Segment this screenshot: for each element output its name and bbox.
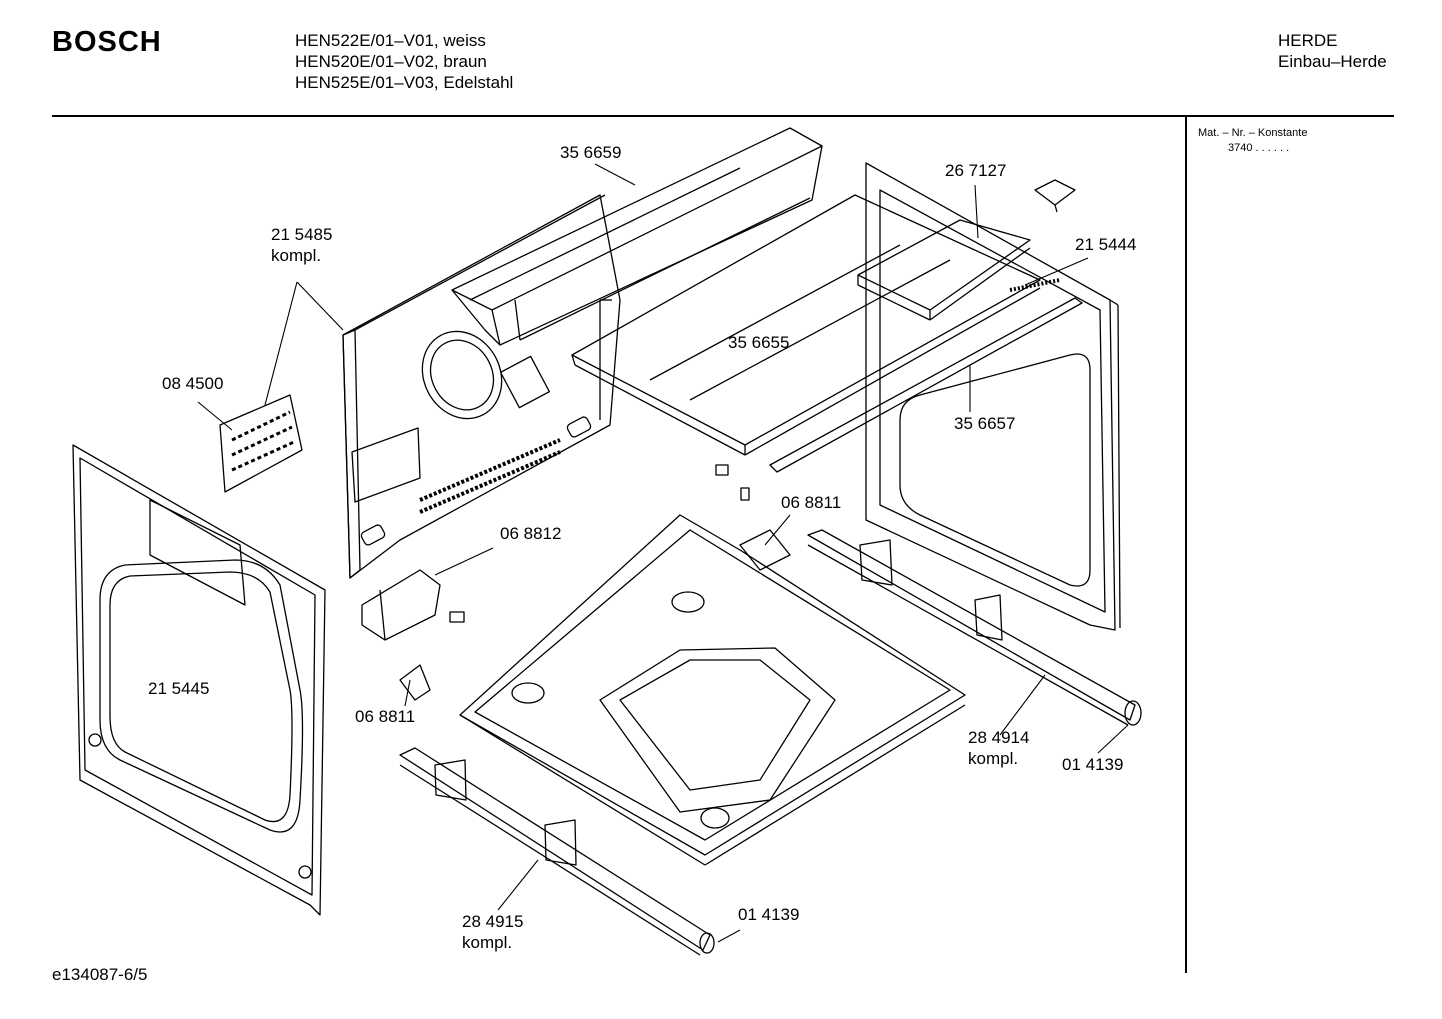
part-label: 35 6659 bbox=[560, 143, 622, 162]
small-clips bbox=[449, 464, 750, 623]
document-id: e134087-6/5 bbox=[52, 965, 148, 984]
grille-plate-part bbox=[219, 394, 303, 493]
part-label: 01 4139 bbox=[1062, 755, 1124, 774]
rear-wall-part bbox=[342, 194, 621, 579]
clip-068811-left bbox=[399, 664, 431, 701]
part-label: 01 4139 bbox=[738, 905, 800, 924]
category-title: HERDE bbox=[1278, 31, 1338, 50]
floor-pan-part bbox=[459, 514, 966, 866]
right-rail-part bbox=[807, 529, 1142, 726]
clip-068811-right bbox=[739, 529, 791, 571]
part-label: 21 5444 bbox=[1075, 235, 1137, 254]
top-plate-part bbox=[571, 194, 1041, 456]
material-constant-title: Mat. – Nr. – Konstante bbox=[1198, 127, 1308, 139]
part-label: 26 7127 bbox=[945, 161, 1007, 180]
part-label: 06 8811 bbox=[781, 493, 842, 512]
bracket-068812 bbox=[361, 569, 441, 641]
material-constant-value: 3740 . . . . . . bbox=[1228, 142, 1290, 154]
category: HERDE Einbau–Herde bbox=[1278, 30, 1387, 72]
part-label: 35 6657 bbox=[954, 414, 1016, 433]
part-label: 06 8812 bbox=[500, 524, 562, 543]
model-line: HEN525E/01–V03, Edelstahl bbox=[295, 73, 514, 92]
model-list: HEN522E/01–V01, weiss HEN520E/01–V02, br… bbox=[295, 30, 513, 93]
material-constant-panel: Mat. – Nr. – Konstante 3740 . . . . . . bbox=[1198, 126, 1307, 156]
front-rail-part bbox=[769, 297, 1083, 473]
part-label: 06 8811 bbox=[355, 707, 416, 726]
side-divider bbox=[1185, 117, 1187, 973]
cover-plate-part bbox=[857, 219, 1031, 321]
model-line: HEN522E/01–V01, weiss bbox=[295, 31, 486, 50]
brand-logo: BOSCH bbox=[52, 26, 162, 58]
header-divider bbox=[52, 115, 1394, 117]
category-subtitle: Einbau–Herde bbox=[1278, 52, 1387, 71]
right-side-wall-part bbox=[865, 162, 1121, 631]
model-line: HEN520E/01–V02, braun bbox=[295, 52, 487, 71]
leader-lines bbox=[197, 163, 1129, 943]
part-label: 21 5445 bbox=[148, 679, 210, 698]
part-label: 08 4500 bbox=[162, 374, 224, 393]
small-bracket-part bbox=[1034, 179, 1076, 213]
front-frame-part bbox=[72, 444, 326, 916]
part-label: 35 6655 bbox=[728, 333, 790, 352]
left-rail-part bbox=[399, 747, 715, 956]
top-duct-part bbox=[451, 127, 823, 346]
